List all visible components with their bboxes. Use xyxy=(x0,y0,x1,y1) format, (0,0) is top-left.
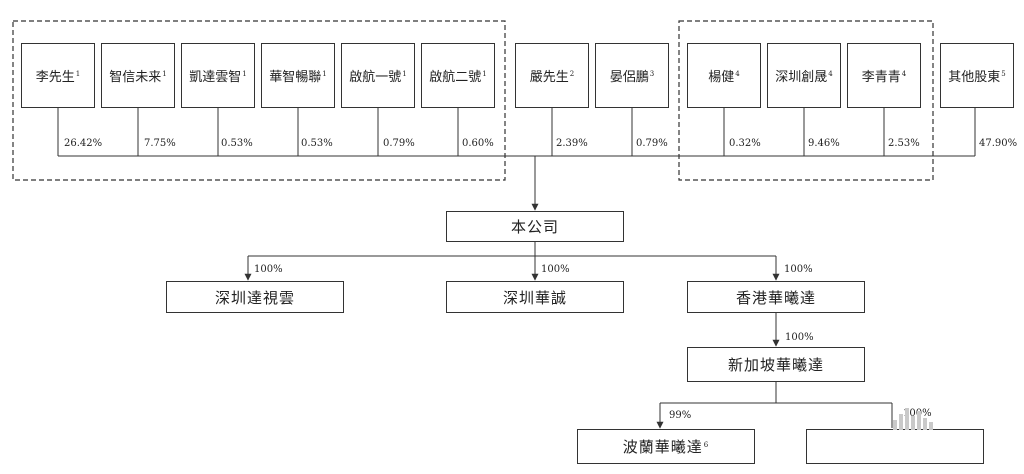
shareholding-pct: 47.90% xyxy=(979,138,1018,149)
subsidiary-shenzhen-dashiyun: 深圳達視雲 xyxy=(166,281,344,313)
ownership-pct: 100% xyxy=(541,264,570,275)
shareholding-pct: 9.46% xyxy=(808,138,840,149)
ownership-pct: 100% xyxy=(785,332,814,343)
shareholding-pct: 0.79% xyxy=(383,138,415,149)
ownership-pct: 100% xyxy=(254,264,283,275)
concert-party-group-2 xyxy=(678,20,934,181)
shareholding-pct: 7.75% xyxy=(144,138,176,149)
shareholding-pct: 2.39% xyxy=(556,138,588,149)
subsidiary-singapore-huaxida: 新加坡華曦達 xyxy=(687,347,865,382)
subsidiary-unnamed xyxy=(806,429,984,464)
shareholding-pct: 0.53% xyxy=(221,138,253,149)
shareholding-pct: 26.42% xyxy=(64,138,103,149)
shareholding-pct: 0.53% xyxy=(301,138,333,149)
shareholding-pct: 0.60% xyxy=(462,138,494,149)
ownership-pct: 99% xyxy=(669,410,692,421)
ownership-pct: 100% xyxy=(784,264,813,275)
subsidiary-hongkong-huaxida: 香港華曦達 xyxy=(687,281,865,313)
shareholding-pct: 2.53% xyxy=(888,138,920,149)
concert-party-group-1 xyxy=(12,20,506,181)
watermark-bars xyxy=(893,408,941,430)
subsidiary-shenzhen-huacheng: 深圳華誠 xyxy=(446,281,624,313)
shareholding-pct: 0.79% xyxy=(636,138,668,149)
company-box: 本公司 xyxy=(446,211,624,242)
shareholding-pct: 0.32% xyxy=(729,138,761,149)
